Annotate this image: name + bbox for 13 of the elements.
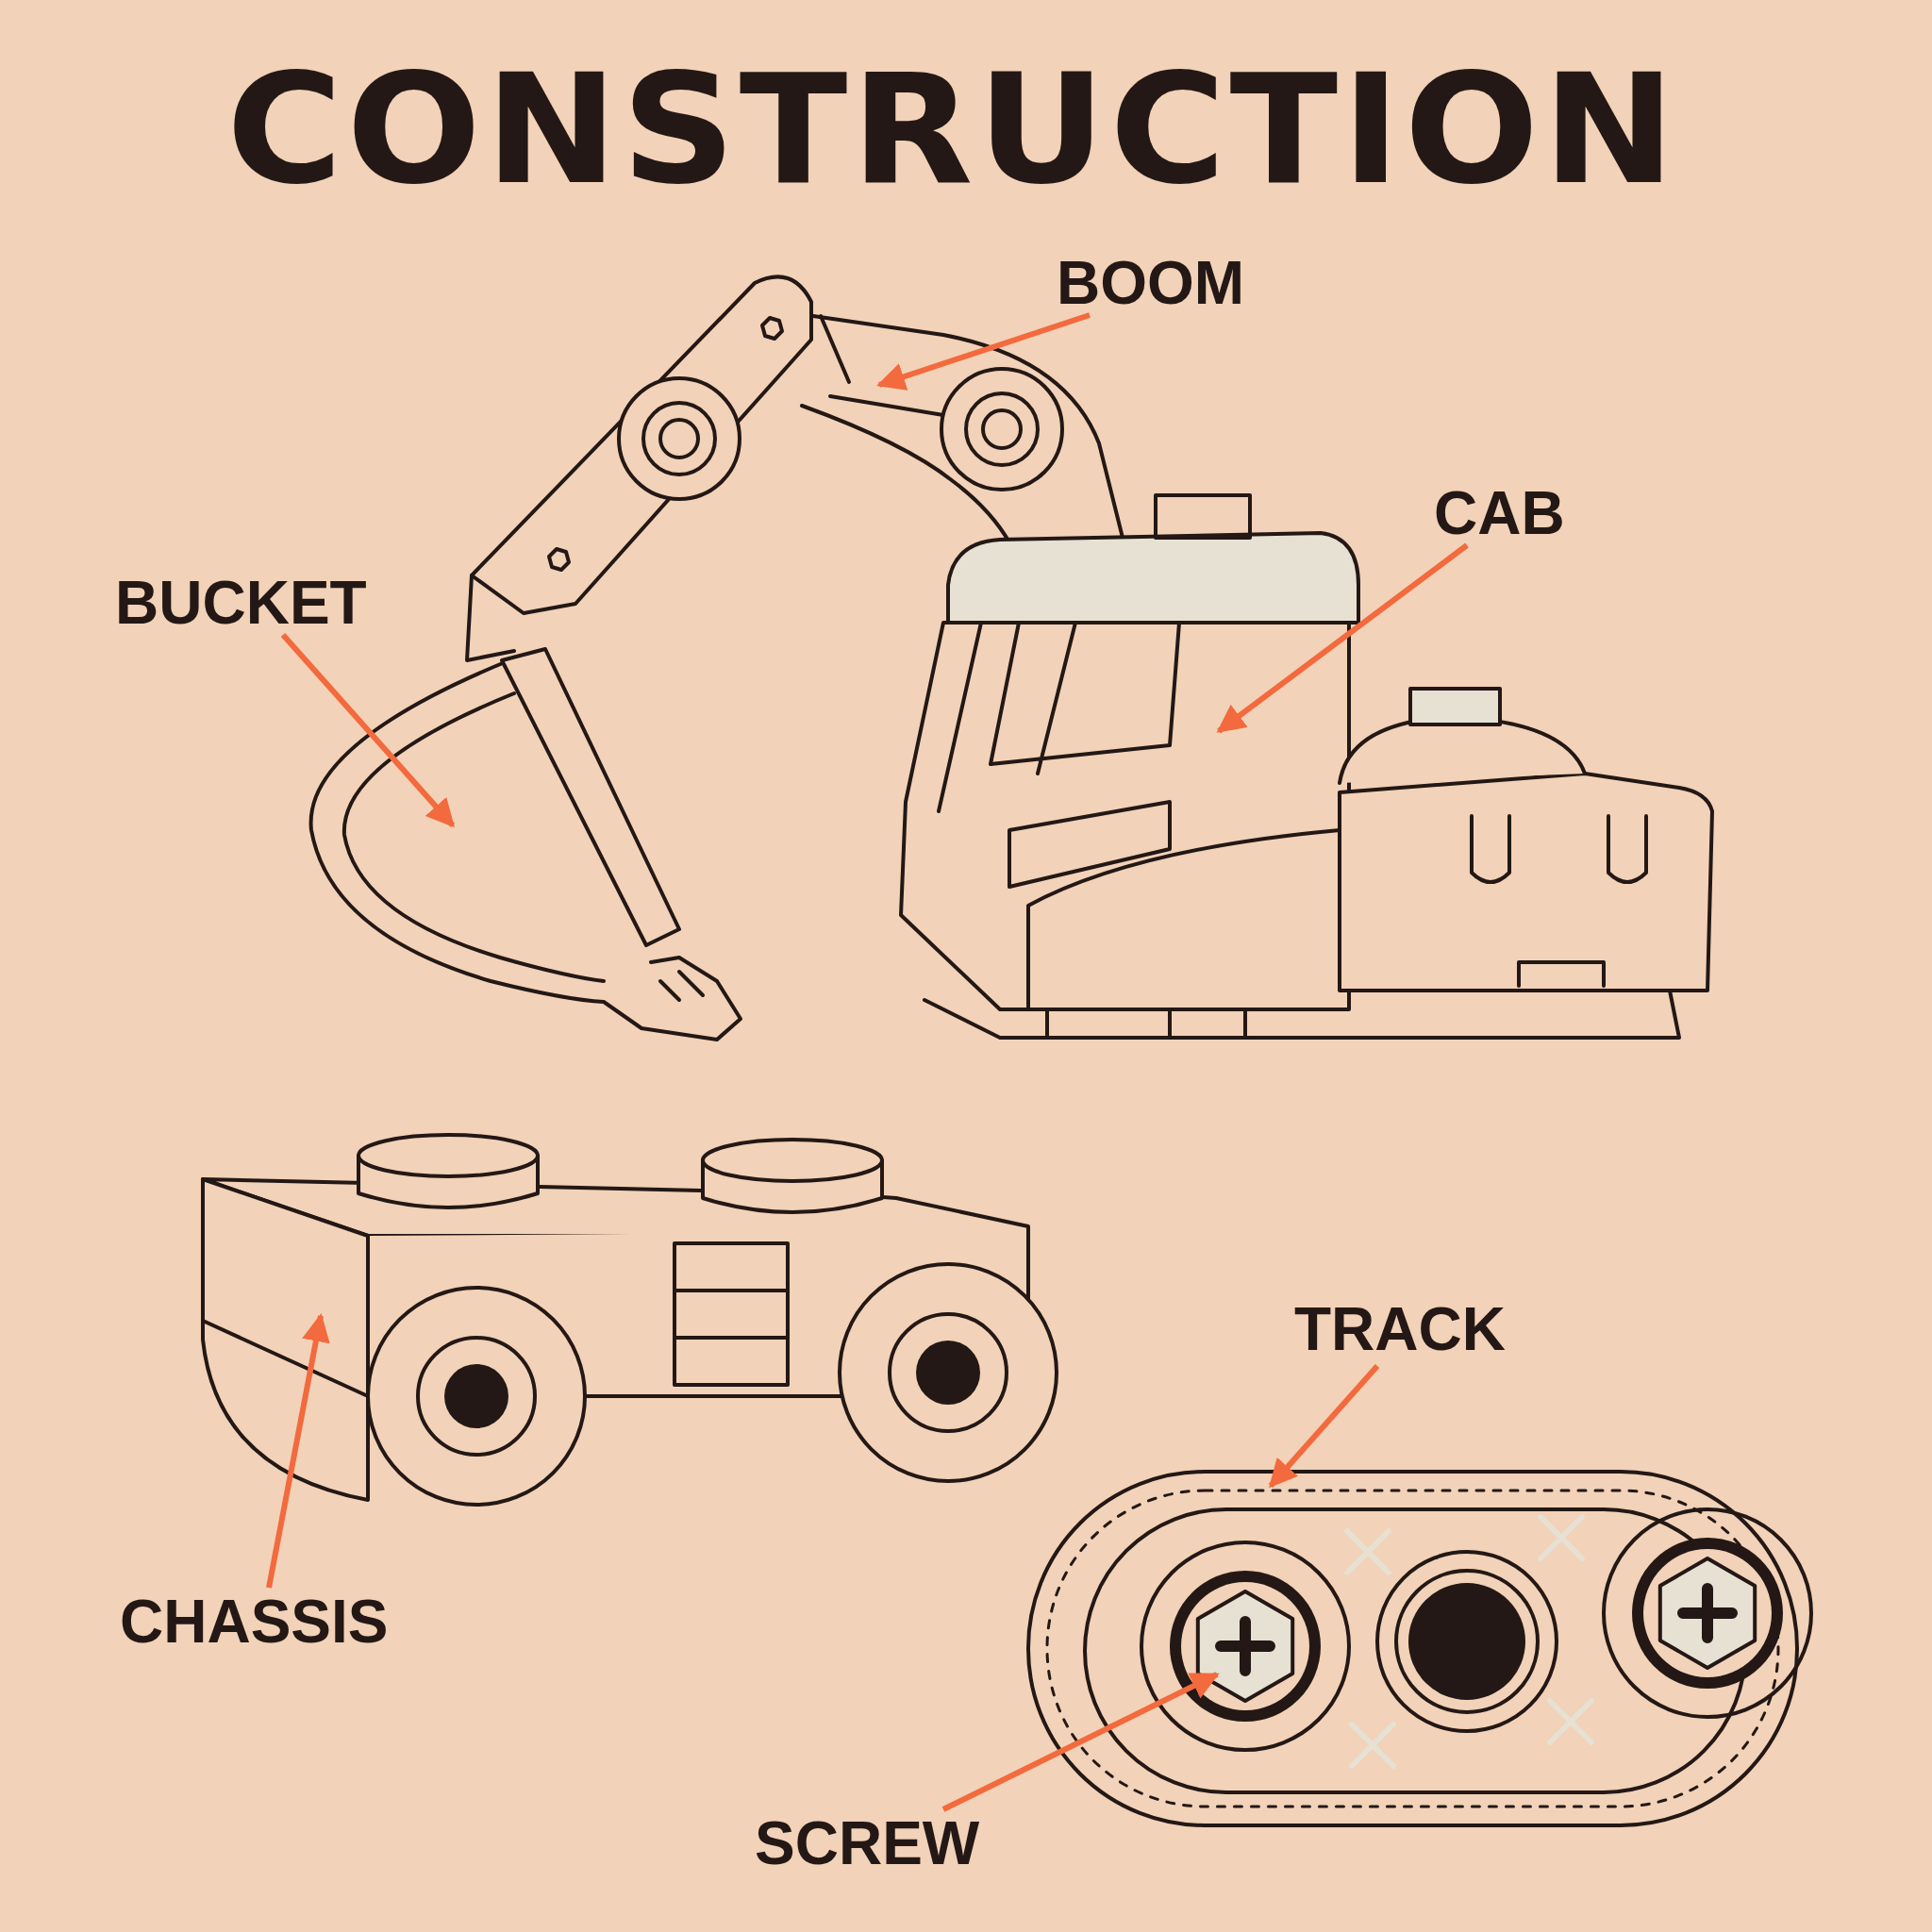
part-label: CAB	[1434, 483, 1565, 543]
leader-line	[1268, 1364, 1380, 1489]
leader-line	[1216, 542, 1469, 734]
leader-line	[266, 1313, 330, 1589]
leader-line	[280, 633, 456, 828]
part-label: BOOM	[1057, 253, 1245, 313]
part-label: BUCKET	[115, 573, 367, 633]
title: CONSTRUCTION	[225, 42, 1680, 219]
part-label: SCREW	[755, 1813, 980, 1874]
part-label: TRACK	[1294, 1299, 1506, 1359]
leader-line	[876, 312, 1091, 391]
part-label: CHASSIS	[120, 1591, 389, 1652]
leader-line	[941, 1672, 1220, 1812]
